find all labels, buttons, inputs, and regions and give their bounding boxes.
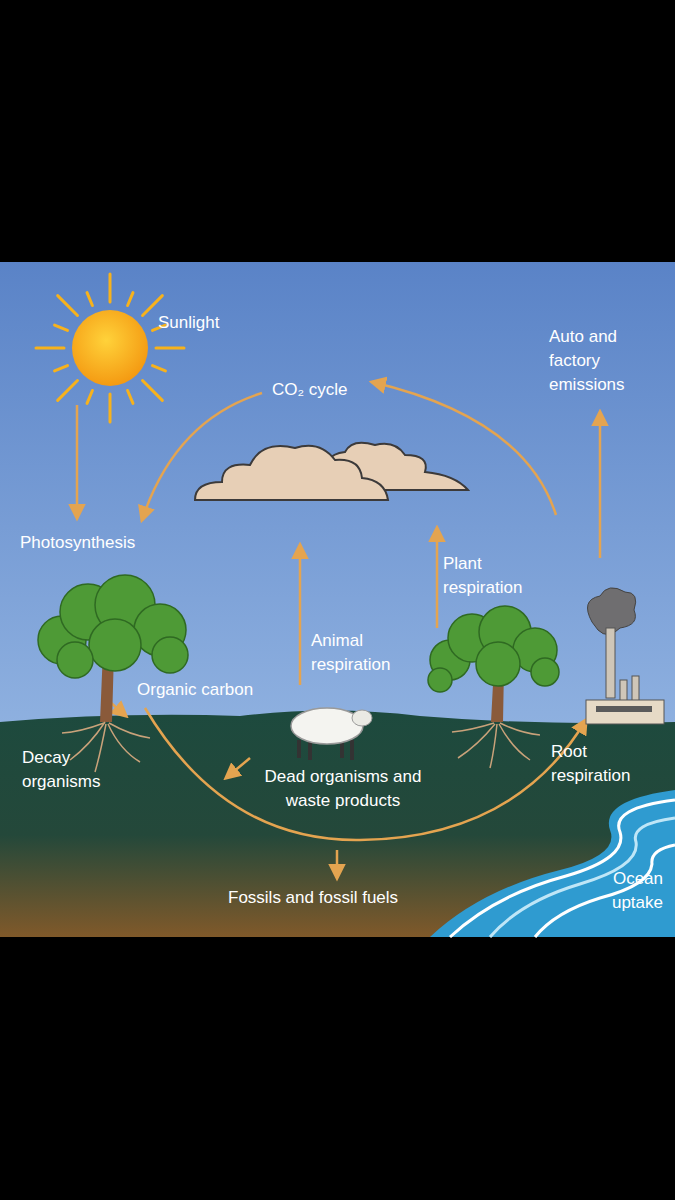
sun-ray <box>143 296 163 316</box>
factory <box>586 588 664 724</box>
sun-ray <box>152 366 165 371</box>
sun-ray <box>143 381 163 401</box>
diagram-label: Plant respiration <box>443 552 543 600</box>
sun <box>36 274 184 422</box>
left-tree <box>38 575 188 772</box>
diagram-label: Fossils and fossil fuels <box>228 886 448 910</box>
diagram-label: Ocean uptake <box>593 867 663 915</box>
sun-ray <box>109 394 112 422</box>
sun-ray <box>128 293 133 306</box>
ocean <box>430 790 675 937</box>
sun-ray <box>36 347 64 350</box>
sun-ray <box>128 390 133 403</box>
diagram-label: Animal respiration <box>311 629 421 677</box>
sun-ray <box>55 325 68 330</box>
diagram-label: Auto and factory emissions <box>549 325 659 397</box>
diagram-label: CO₂ cycle <box>272 378 372 402</box>
sun-ray <box>58 296 78 316</box>
diagram-label: Dead organisms and waste products <box>248 765 438 813</box>
sheep <box>291 708 372 760</box>
sun-ray <box>156 347 184 350</box>
diagram-label: Organic carbon <box>137 678 277 702</box>
sun-ray <box>87 293 92 306</box>
diagram-label: Photosynthesis <box>20 531 170 555</box>
sun-ray <box>109 274 112 302</box>
sun-ray <box>55 366 68 371</box>
diagram-label: Sunlight <box>158 311 268 335</box>
ground <box>0 711 675 938</box>
sky <box>0 262 675 732</box>
cycle-arrows <box>77 382 600 878</box>
sun-ray <box>87 390 92 403</box>
sun-ray <box>58 381 78 401</box>
clouds <box>195 443 468 500</box>
right-tree <box>428 606 559 768</box>
diagram-label: Root respiration <box>551 740 661 788</box>
diagram-label: Decay organisms <box>22 746 112 794</box>
